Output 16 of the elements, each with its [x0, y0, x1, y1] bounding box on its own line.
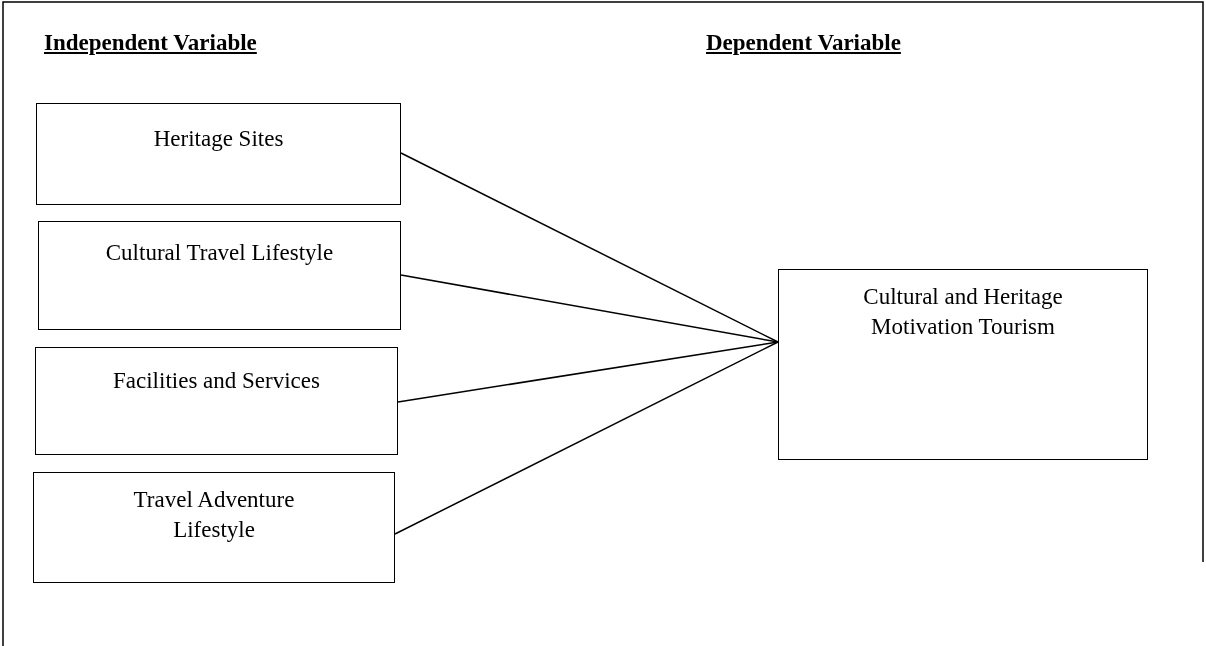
variable-box — [35, 347, 398, 455]
box-label: Heritage Sites — [152, 125, 285, 153]
variable-box — [36, 103, 401, 205]
variable-box — [33, 472, 395, 583]
box-label: Facilities and Services — [112, 367, 321, 395]
connector-line — [400, 152, 779, 343]
box-label: Cultural and Heritage Motivation Tourism — [862, 283, 1064, 341]
column-heading: Independent Variable — [44, 30, 257, 56]
connector-line — [394, 341, 779, 535]
column-heading: Dependent Variable — [706, 30, 901, 56]
connector-line — [397, 341, 779, 403]
variable-box — [778, 269, 1148, 460]
box-label: Cultural Travel Lifestyle — [104, 239, 335, 267]
variable-box — [38, 221, 401, 330]
connector-line — [400, 274, 779, 343]
box-label: Travel Adventure Lifestyle — [132, 486, 296, 544]
